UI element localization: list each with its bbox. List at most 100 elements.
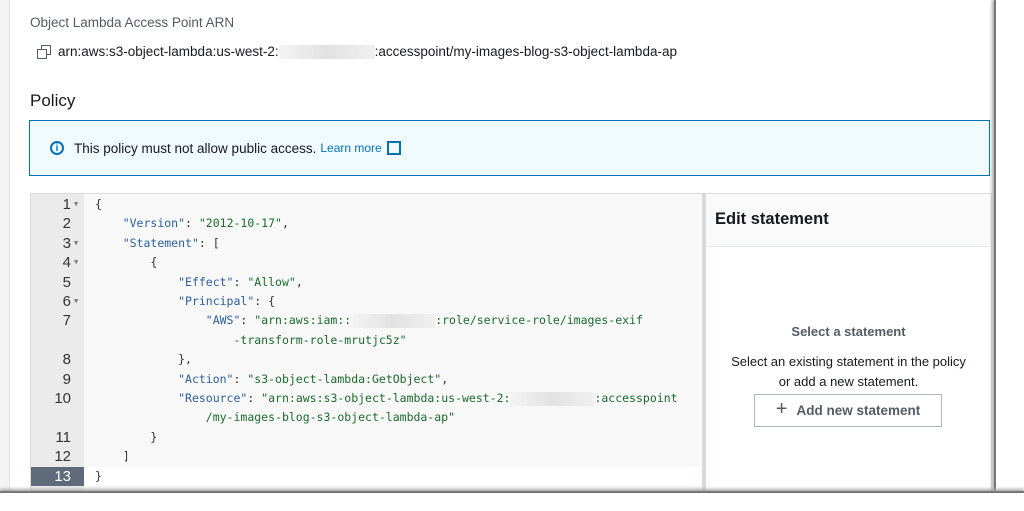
code-text: } (95, 428, 157, 447)
json-punctuation: : (185, 216, 199, 231)
policy-json-editor[interactable]: 1▼{2 "Version": "2012-10-17",3▼ "Stateme… (30, 193, 704, 495)
fold-toggle-icon[interactable]: ▼ (74, 297, 79, 305)
json-string: "s3-object-lambda:GetObject" (247, 371, 442, 386)
arn-value: arn:aws:s3-object-lambda:us-west-2: :acc… (37, 44, 677, 59)
fold-toggle-icon[interactable]: ▼ (74, 258, 79, 267)
line-number: 7 (62, 312, 71, 330)
json-punctuation (95, 333, 233, 347)
alert-text: This policy must not allow public access… (74, 140, 317, 156)
code-text: }, (95, 350, 192, 369)
json-punctuation: , (441, 371, 449, 386)
arn-label: Object Lambda Access Point ARN (30, 15, 235, 30)
json-punctuation (95, 313, 206, 327)
line-number: 1 (62, 196, 71, 213)
json-punctuation: } (95, 429, 158, 444)
fold-toggle-icon[interactable]: ▼ (74, 238, 79, 247)
redacted-account-id (351, 313, 436, 328)
code-line[interactable]: 9 "Action": "s3-object-lambda:GetObject"… (31, 370, 703, 389)
line-number: 2 (62, 215, 71, 233)
json-punctuation: : (233, 274, 248, 289)
torn-edge-right (994, 0, 1024, 511)
redacted-account-id (510, 391, 595, 406)
info-alert: i This policy must not allow public acce… (29, 120, 990, 176)
arn-prefix: arn:aws:s3-object-lambda:us-west-2: (58, 44, 279, 59)
json-punctuation (95, 294, 178, 308)
code-line[interactable]: /my-images-blog-s3-object-lambda-ap" (31, 408, 703, 427)
code-text: "Principal": { (95, 292, 275, 311)
code-text: { (95, 195, 102, 214)
line-number: 11 (55, 428, 71, 446)
code-line[interactable]: 13} (31, 466, 703, 486)
json-punctuation: , (295, 274, 303, 289)
json-key: "Statement" (122, 235, 199, 250)
code-line[interactable]: 12 ] (31, 447, 703, 466)
json-punctuation: } (95, 468, 102, 483)
code-line[interactable]: 8 }, (31, 350, 703, 369)
fold-toggle-icon[interactable]: ▼ (74, 200, 79, 208)
torn-edge-bottom (0, 491, 1024, 511)
code-text: "Effect": "Allow", (95, 273, 303, 292)
code-line[interactable]: 3▼ "Statement": [ (31, 234, 703, 253)
json-punctuation: }, (95, 352, 192, 367)
panel-resize-handle[interactable] (702, 193, 706, 493)
code-text: ] (95, 447, 130, 466)
json-punctuation: , (281, 216, 289, 231)
code-line[interactable]: 6▼ "Principal": { (31, 292, 703, 311)
code-line[interactable]: 11 } (31, 428, 703, 447)
learn-more-link[interactable]: Learn more (320, 141, 401, 156)
line-number: 5 (62, 273, 71, 291)
json-punctuation: ] (95, 449, 130, 464)
line-number: 6 (62, 293, 71, 310)
code-line[interactable]: 7 "AWS": "arn:aws:iam:::role/service-rol… (31, 311, 703, 330)
line-number: 12 (54, 448, 71, 466)
edit-statement-panel: Edit statement Select a statement Select… (706, 193, 992, 495)
json-punctuation: { (95, 197, 102, 211)
json-string: :role/service-role/images-exif (435, 313, 643, 328)
json-key: "AWS" (205, 313, 241, 328)
add-new-statement-label: Add new statement (796, 403, 921, 418)
json-string: "arn:aws:s3-object-lambda:us-west-2: (261, 391, 511, 405)
json-string: /my-images-blog-s3-object-lambda-ap" (205, 410, 456, 425)
json-punctuation: : (233, 371, 248, 386)
code-text: { (95, 253, 157, 272)
code-line[interactable]: -transform-role-mrutjc5z" (31, 331, 703, 350)
code-text: "Action": "s3-object-lambda:GetObject", (95, 370, 448, 389)
json-punctuation (95, 410, 206, 424)
code-line[interactable]: 5 "Effect": "Allow", (31, 273, 703, 292)
json-string: "Allow" (247, 274, 296, 289)
code-text: } (95, 467, 102, 486)
code-line[interactable]: 4▼ { (31, 253, 703, 272)
json-punctuation (95, 391, 178, 405)
line-number-gutter (31, 194, 84, 494)
json-key: "Resource" (178, 391, 248, 405)
code-line[interactable]: 2 "Version": "2012-10-17", (31, 214, 703, 233)
code-line[interactable]: 10 "Resource": "arn:aws:s3-object-lambda… (31, 389, 703, 408)
json-punctuation: { (95, 255, 158, 270)
redacted-account-id (278, 44, 375, 59)
code-text: /my-images-blog-s3-object-lambda-ap" (95, 408, 455, 427)
code-text: "Resource": "arn:aws:s3-object-lambda:us… (95, 389, 678, 408)
json-key: "Version" (122, 216, 186, 231)
json-punctuation: : { (254, 294, 276, 308)
json-punctuation (95, 236, 123, 250)
add-new-statement-button[interactable]: + Add new statement (754, 394, 942, 427)
json-string: "2012-10-17" (198, 216, 282, 231)
plus-icon: + (775, 398, 788, 420)
json-key: "Effect" (178, 274, 234, 289)
json-key: "Action" (178, 371, 234, 386)
json-key: "Principal" (178, 294, 255, 308)
json-string: -transform-role-mrutjc5z" (233, 332, 407, 347)
json-punctuation: : [ (198, 235, 220, 250)
code-line[interactable]: 1▼ { (31, 195, 703, 214)
policy-heading: Policy (30, 91, 76, 110)
select-desc-line-2: or add a new statement. (778, 373, 919, 389)
json-punctuation: : (240, 313, 255, 328)
line-number: 8 (62, 351, 71, 369)
line-number: 9 (62, 370, 71, 388)
json-string: :accesspoint (594, 391, 678, 405)
line-number: 3 (62, 234, 71, 252)
copy-icon[interactable] (37, 45, 51, 59)
code-text: "Statement": [ (95, 234, 220, 253)
line-number: 10 (54, 390, 71, 407)
select-desc-line-1: Select an existing statement in the poli… (731, 354, 966, 369)
